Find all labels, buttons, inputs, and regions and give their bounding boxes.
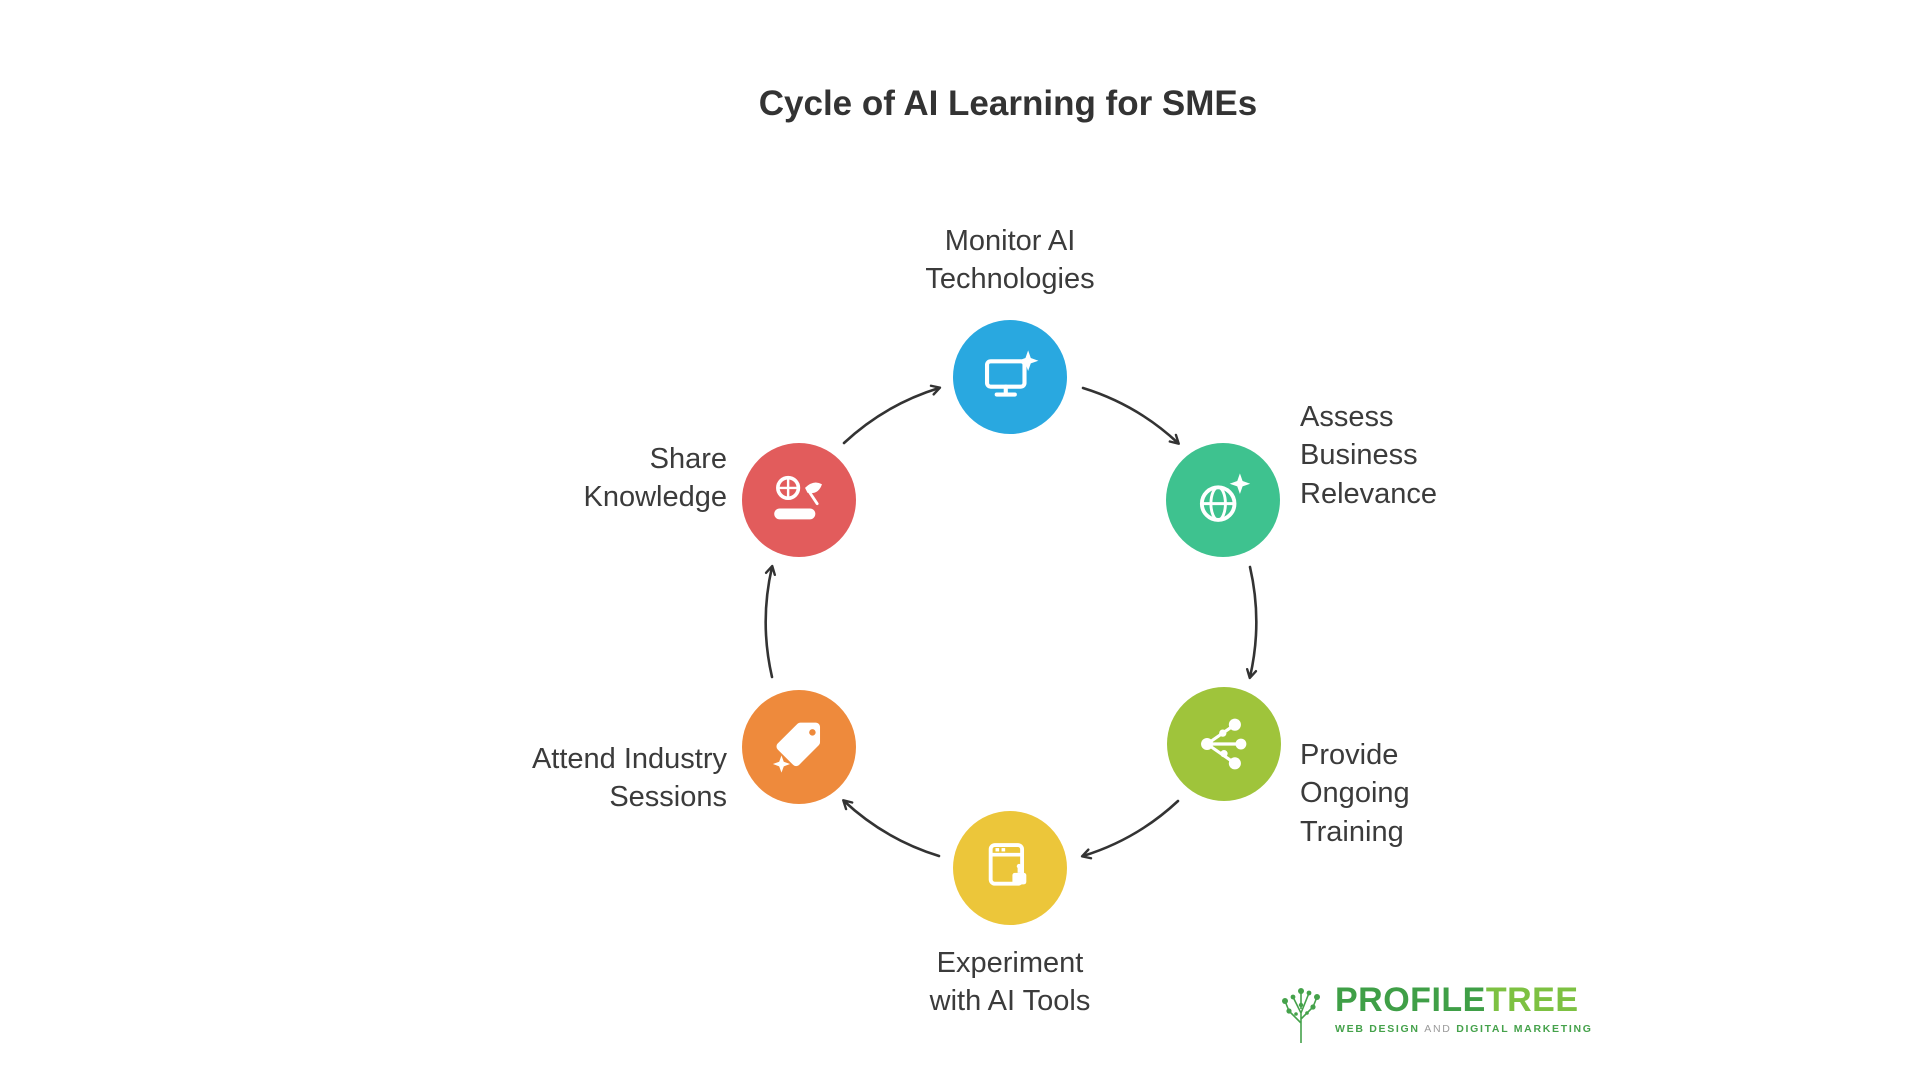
brand-wordmark: PROFILETREE bbox=[1335, 983, 1593, 1017]
profiletree-logo: PROFILETREE WEB DESIGN AND DIGITAL MARKE… bbox=[1277, 983, 1593, 1050]
profiletree-tree-icon bbox=[1277, 983, 1325, 1050]
brand-profile-text: PROFILE bbox=[1335, 981, 1486, 1019]
arrow-provide-to-experiment bbox=[1080, 799, 1180, 860]
brand-tree-text: TREE bbox=[1485, 981, 1579, 1019]
arrow-assess-to-provide bbox=[1245, 565, 1258, 680]
arrow-attend-to-share bbox=[764, 564, 777, 679]
label-attend-industry-sessions: Attend Industry Sessions bbox=[531, 743, 727, 814]
globe-sparkle-icon bbox=[1194, 471, 1252, 529]
label-experiment-with-ai-tools: Experiment with AI Tools bbox=[929, 947, 1091, 1018]
hand-knowledge-icon bbox=[770, 471, 828, 529]
arrow-share-to-monitor bbox=[842, 384, 942, 445]
label-assess-business-relevance: Assess Business Relevance bbox=[1300, 401, 1438, 510]
tag-sparkle-icon bbox=[770, 718, 828, 776]
tagline-left: WEB DESIGN bbox=[1335, 1023, 1425, 1035]
browser-robot-icon bbox=[981, 839, 1039, 897]
node-provide-ongoing-training bbox=[1167, 687, 1281, 801]
monitor-sparkle-icon bbox=[981, 348, 1039, 406]
page-title: Cycle of AI Learning for SMEs bbox=[758, 84, 1258, 123]
node-assess-business-relevance bbox=[1166, 443, 1280, 557]
tagline-right: DIGITAL MARKETING bbox=[1451, 1023, 1593, 1035]
arrow-monitor-to-assess bbox=[1081, 386, 1180, 445]
network-share-icon bbox=[1195, 715, 1253, 773]
node-monitor-ai-technologies bbox=[953, 320, 1067, 434]
tagline-and: AND bbox=[1424, 1023, 1452, 1035]
label-provide-ongoing-training: Provide Ongoing Training bbox=[1300, 739, 1410, 848]
arrow-experiment-to-attend bbox=[842, 799, 941, 858]
label-share-knowledge: Share Knowledge bbox=[583, 443, 728, 514]
brand-tagline: WEB DESIGN AND DIGITAL MARKETING bbox=[1335, 1023, 1593, 1035]
label-monitor-ai-technologies: Monitor AI Technologies bbox=[925, 225, 1095, 296]
node-attend-industry-sessions bbox=[742, 690, 856, 804]
node-experiment-with-ai-tools bbox=[953, 811, 1067, 925]
node-share-knowledge bbox=[742, 443, 856, 557]
